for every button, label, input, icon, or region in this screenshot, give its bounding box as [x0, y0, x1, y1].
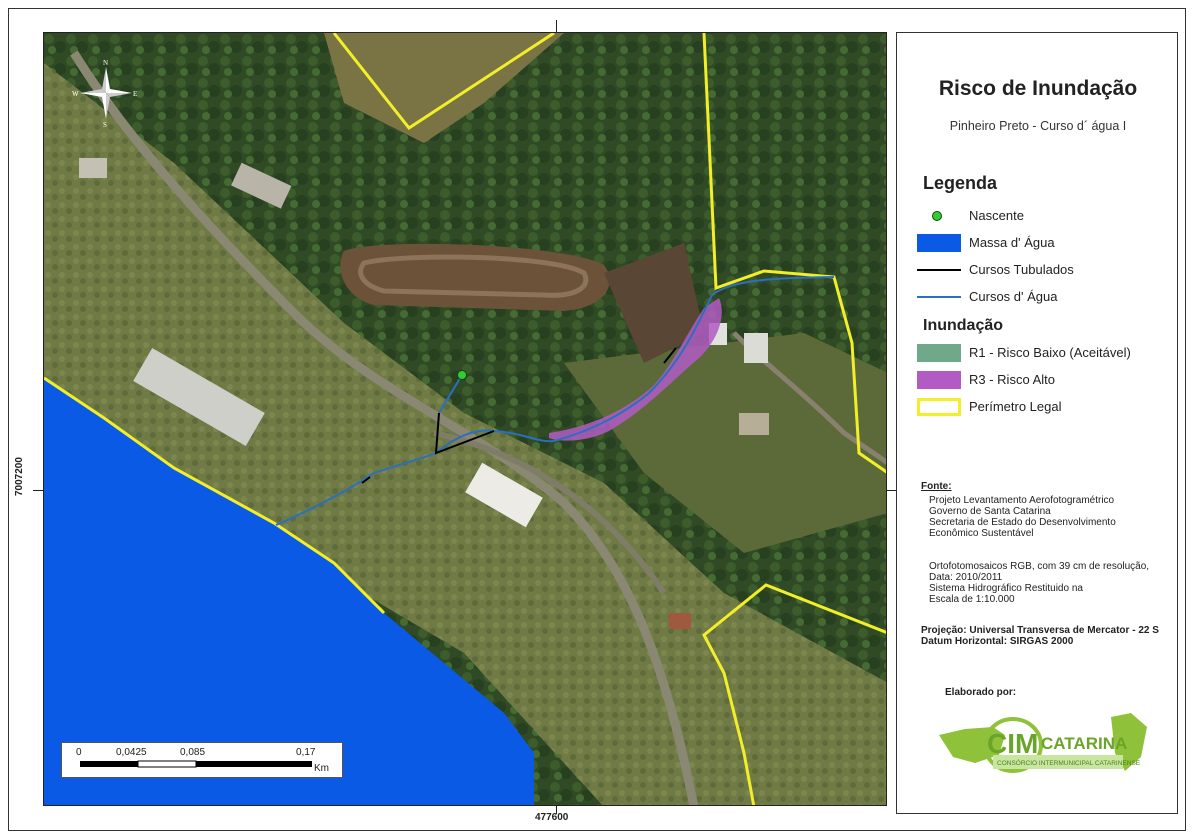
perimeter-top	[332, 33, 555, 131]
building	[739, 413, 769, 435]
source-line: Governo de Santa Catarina	[929, 506, 1051, 517]
logo-tagline: CONSÓRCIO INTERMUNICIPAL CATARINENSE	[997, 758, 1141, 767]
map-title: Risco de Inundação	[938, 77, 1138, 100]
scale-unit: Km	[314, 763, 329, 774]
warehouse	[133, 348, 265, 446]
dirt-slope	[604, 243, 704, 363]
logo-graphic: CIM CATARINA CONSÓRCIO INTERMUNICIPAL CA…	[939, 713, 1147, 773]
low-risk-swatch	[917, 344, 961, 362]
scale-label-3: 0,17	[296, 747, 316, 758]
legend-item-low-risk: R1 - Risco Baixo (Aceitável)	[917, 343, 1177, 363]
map-subtitle: Pinheiro Preto - Curso d´ água I	[949, 119, 1127, 133]
source-line: Projeto Levantamento Aerofotogramétrico	[929, 495, 1115, 506]
made-by-label: Elaborado por:	[945, 687, 1017, 698]
water-body	[44, 378, 534, 805]
projection-info: Projeção: Universal Transversa de Mercat…	[921, 625, 1159, 647]
easting-label: 477600	[535, 812, 569, 823]
map-canvas: N E S W	[44, 33, 886, 805]
source-line: Econômico Sustentável	[929, 528, 1034, 539]
source-heading: Fonte:	[921, 481, 952, 492]
stream-course[interactable]	[275, 276, 835, 526]
piped-stream-line	[917, 269, 961, 271]
northing-label: 7007200	[14, 457, 25, 496]
stream-tributary	[438, 374, 463, 414]
datum-text: Datum Horizontal: SIRGAS 2000	[921, 636, 1074, 647]
west-label: W	[72, 90, 79, 98]
perimeter-river	[44, 376, 386, 615]
secondary-road	[433, 430, 667, 595]
legend-label: Cursos d' Água	[969, 289, 1058, 304]
building	[79, 158, 107, 178]
piped-stream[interactable]	[434, 412, 495, 455]
legend-item-high-risk: R3 - Risco Alto	[917, 370, 1177, 390]
legend-label: Nascente	[969, 208, 1024, 223]
legend-label: R1 - Risco Baixo (Aceitável)	[969, 345, 1131, 360]
building	[231, 162, 292, 209]
high-risk-swatch	[917, 371, 961, 389]
scale-label-1: 0,0425	[116, 747, 147, 758]
clearing-top	[324, 33, 564, 143]
piped-stream	[361, 476, 371, 484]
south-label: S	[103, 121, 107, 129]
east-label: E	[133, 90, 137, 98]
logo-catarina: CATARINA	[1041, 734, 1127, 753]
legend-label: Perímetro Legal	[969, 399, 1062, 414]
coord-tick-bottom	[556, 806, 557, 814]
legend-item-piped-stream: Cursos Tubulados	[917, 260, 1177, 280]
aerial-map[interactable]: N E S W 0 0,0425 0,085 0,17 Km	[43, 32, 887, 806]
coord-tick-left	[33, 490, 43, 491]
building	[669, 613, 691, 629]
source-line: Secretaria de Estado do Desenvolvimento	[929, 517, 1116, 528]
piped-stream	[663, 347, 677, 364]
spring-point-icon[interactable]	[457, 370, 467, 380]
scale-bar-graphic	[80, 760, 312, 768]
stream-line	[917, 296, 961, 298]
legend-item-water-body: Massa d' Água	[917, 233, 1177, 253]
scale-bar: 0 0,0425 0,085 0,17 Km	[61, 742, 343, 778]
water-body-swatch	[917, 234, 961, 252]
coord-tick-right	[887, 490, 896, 491]
projection-text: Projeção: Universal Transversa de Mercat…	[921, 625, 1159, 636]
inundation-heading: Inundação	[923, 317, 1004, 334]
legend-item-perimeter: Perímetro Legal	[917, 397, 1177, 417]
legend-item-spring: Nascente	[917, 206, 1177, 226]
cimcatarina-logo: CIM CATARINA CONSÓRCIO INTERMUNICIPAL CA…	[935, 705, 1155, 785]
map-frame	[8, 8, 1186, 831]
main-road	[70, 50, 699, 805]
source-line: Ortofotomosaicos RGB, com 39 cm de resol…	[929, 561, 1150, 572]
legend-label: Massa d' Água	[969, 235, 1055, 250]
scale-label-2: 0,085	[180, 747, 206, 758]
shed	[465, 462, 543, 528]
legend-panel: Risco de Inundação Pinheiro Preto - Curs…	[896, 32, 1178, 814]
compass-rose-icon: N E S W	[72, 59, 137, 129]
legend-label: R3 - Risco Alto	[969, 372, 1055, 387]
logo-cim: CIM	[987, 728, 1038, 759]
scale-label-0: 0	[76, 747, 82, 758]
village-area	[564, 333, 886, 553]
spring-point-icon	[932, 211, 942, 221]
source-line: Data: 2010/2011	[929, 572, 1003, 583]
legend-label: Cursos Tubulados	[969, 262, 1074, 277]
north-label: N	[103, 59, 108, 67]
source-line: Sistema Hidrográfico Restituido na	[929, 583, 1083, 594]
legend-item-stream: Cursos d' Água	[917, 287, 1177, 307]
perimeter-bottom-right	[702, 583, 886, 805]
legend-heading: Legenda	[923, 173, 998, 193]
coord-tick-top	[556, 20, 557, 32]
track-loop	[358, 254, 589, 298]
building	[744, 333, 768, 363]
legal-perimeter-swatch	[917, 398, 961, 416]
source-line: Escala de 1:10.000	[929, 594, 1015, 605]
